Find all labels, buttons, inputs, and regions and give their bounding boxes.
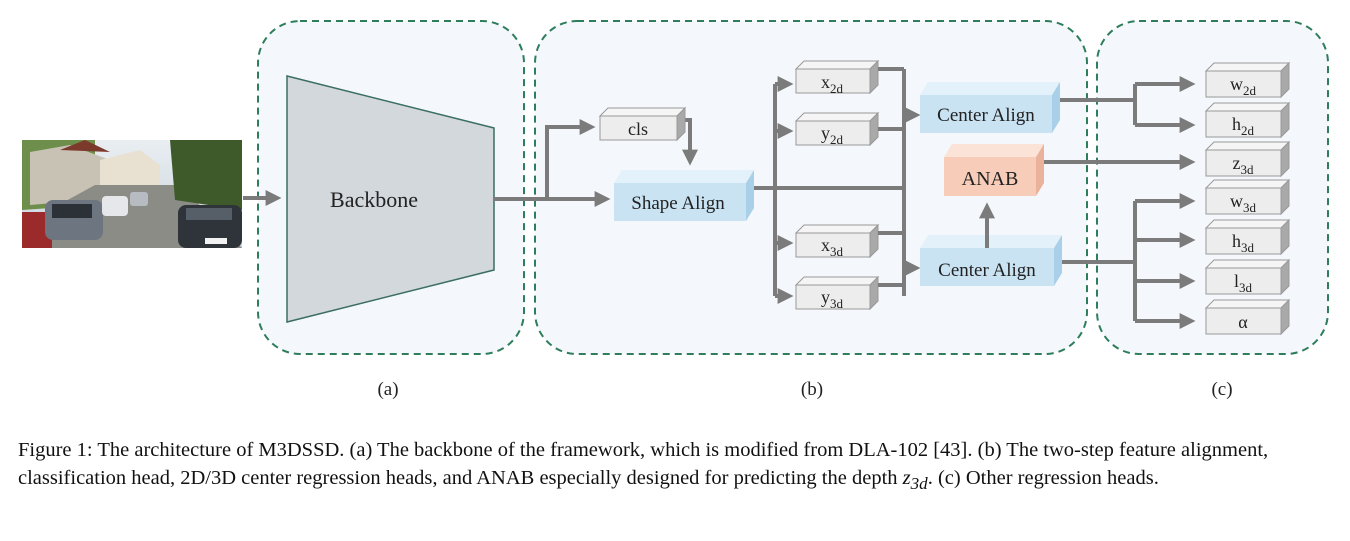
alpha-label: α [1238,312,1248,332]
anab-block: ANAB [944,144,1044,196]
architecture-diagram: Backbone cls Shape Align x2d y2d [22,20,1329,400]
x2d-head: x2d [794,59,880,96]
h3d-label: h3d [1232,231,1255,255]
h2d-label: h2d [1232,114,1255,138]
shape-align-label: Shape Align [631,193,725,214]
input-street-image [22,140,242,248]
l3d-label: l3d [1234,271,1253,295]
w3d-label: w3d [1230,191,1257,215]
center-align-top-block: Center Align [920,82,1060,133]
center-align-bottom-label: Center Align [938,260,1036,281]
panel-c-label: (c) [1211,379,1232,400]
caption-text-1: Figure 1: The architecture of M3DSSD. (a… [18,439,1269,489]
arrow-cls-to-shape-align [682,118,698,166]
z3d-head: z3d [1204,140,1291,178]
y3d-head: y3d [794,275,880,311]
backbone-block [286,75,495,323]
shape-align-block: Shape Align [614,170,754,221]
figure-caption: Figure 1: The architecture of M3DSSD. (a… [18,436,1338,498]
y2d-head: y2d [794,111,880,147]
z3d-label: z3d [1233,153,1255,177]
w2d-label: w2d [1230,74,1257,98]
arrow-backbone-to-cls [545,119,596,199]
x3d-label: x3d [821,235,844,259]
h2d-head: h2d [1204,101,1291,139]
center-align-bottom-block: Center Align [920,235,1062,286]
caption-math: z3d [902,467,928,494]
alpha-head: α [1204,298,1291,336]
cls-head: cls [598,106,687,142]
w3d-head: w3d [1204,178,1291,216]
l3d-head: l3d [1204,258,1291,296]
h3d-head: h3d [1204,218,1291,256]
backbone-label: Backbone [330,187,418,212]
y2d-label: y2d [821,123,844,147]
y3d-label: y3d [821,287,844,311]
center-align-top-label: Center Align [937,105,1035,126]
panel-b-label: (b) [801,379,823,400]
w2d-head: w2d [1204,61,1291,99]
panel-a-label: (a) [377,379,398,400]
x3d-head: x3d [794,223,880,259]
x2d-label: x2d [821,72,844,96]
anab-label: ANAB [962,168,1019,190]
caption-text-2: . (c) Other regression heads. [927,467,1159,489]
cls-label: cls [628,119,648,139]
